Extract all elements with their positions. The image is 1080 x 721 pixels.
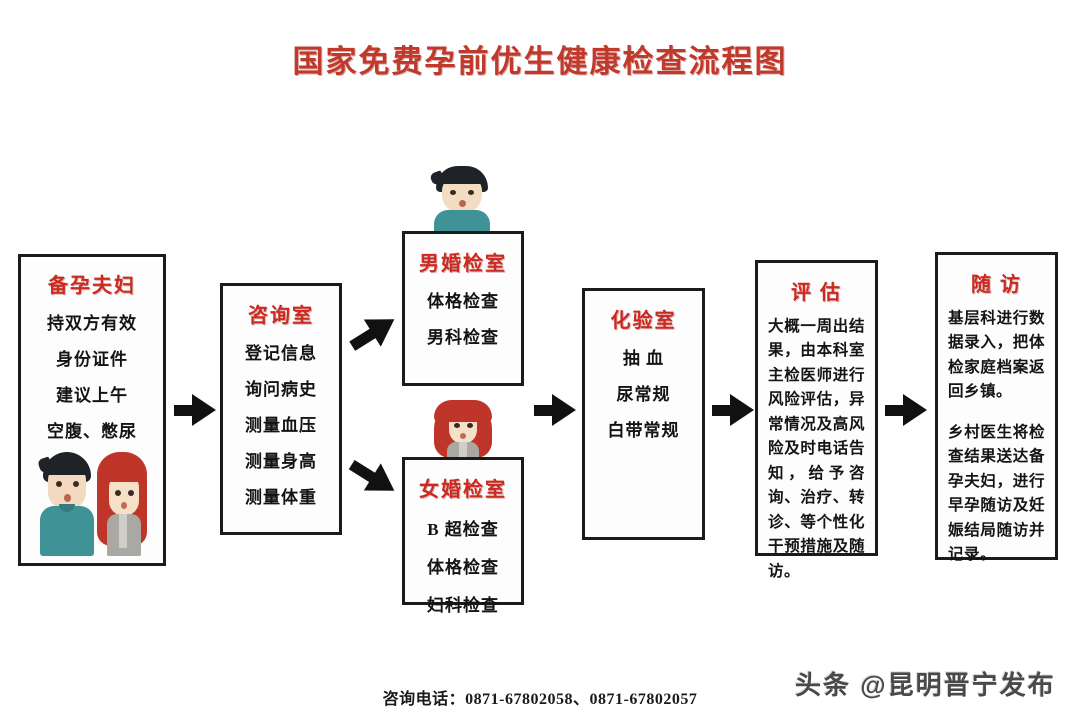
box-paragraph: 大概一周出结果，由本科室主检医师进行风险评估，异常情况及高风险及时电话告知，给予… bbox=[768, 318, 865, 580]
arrow-assess-to-follow bbox=[885, 394, 927, 426]
box-line: 空腹、憋尿 bbox=[47, 422, 137, 441]
male-fringe-shape bbox=[439, 172, 485, 184]
man-mouth-shape bbox=[64, 494, 71, 502]
box-line: 尿常规 bbox=[616, 385, 671, 404]
woman-right-eye-shape bbox=[128, 490, 134, 496]
female-left-eye-shape bbox=[454, 423, 460, 428]
box-laboratory: 化验室 抽 血 尿常规 白带常规 bbox=[582, 288, 705, 540]
box-line: 登记信息 bbox=[245, 344, 317, 363]
box-line: 身份证件 bbox=[56, 350, 128, 369]
box-line: 持双方有效 bbox=[47, 314, 137, 333]
arrow-exams-to-lab bbox=[534, 394, 576, 426]
box-paragraph: 基层科进行数据录入，把体检家庭档案返回乡镇。 bbox=[948, 310, 1045, 401]
female-scarf-shape bbox=[459, 442, 467, 462]
woman-hair-top-shape bbox=[97, 452, 147, 482]
footer-phone-line: 咨询电话：0871-67802058、0871-67802057 bbox=[382, 691, 698, 708]
box-line: 白带常规 bbox=[607, 421, 680, 440]
male-right-eye-shape bbox=[468, 190, 474, 195]
box-line: 询问病史 bbox=[245, 380, 317, 399]
box-line: 测量血压 bbox=[245, 416, 317, 435]
box-title-female-exam-room: 女婚检室 bbox=[419, 479, 507, 501]
woman-mouth-shape bbox=[121, 502, 127, 509]
male-mouth-shape bbox=[459, 200, 466, 207]
box-paragraph: 乡村医生将检查结果送达备孕夫妇，进行早孕随访及妊娠结局随访并记录。 bbox=[948, 423, 1045, 564]
man-right-eye-shape bbox=[73, 481, 79, 487]
man-fringe-shape bbox=[45, 462, 89, 475]
box-title-assessment: 评 估 bbox=[791, 282, 842, 304]
box-title-consultation-room: 咨询室 bbox=[248, 305, 314, 327]
box-line: 抽 血 bbox=[622, 349, 665, 368]
man-sweater-shape bbox=[40, 506, 94, 556]
male-avatar bbox=[428, 166, 498, 236]
box-line: 体格检查 bbox=[427, 558, 499, 577]
arrow-lab-to-assess bbox=[712, 394, 754, 426]
box-title-follow-up: 随 访 bbox=[971, 274, 1022, 296]
box-line: 建议上午 bbox=[56, 386, 128, 405]
arrow-couple-to-consult bbox=[174, 394, 216, 426]
watermark: 头条 @昆明晋宁发布 bbox=[795, 670, 1056, 700]
box-line: 妇科检查 bbox=[427, 596, 499, 615]
man-collar-shape bbox=[59, 504, 75, 512]
arrow-consult-to-male bbox=[349, 319, 395, 351]
male-left-eye-shape bbox=[450, 190, 456, 195]
arrow-consult-to-female bbox=[348, 459, 395, 491]
box-assessment: 评 估 大概一周出结果，由本科室主检医师进行风险评估，异常情况及高风险及时电话告… bbox=[755, 260, 878, 580]
woman-left-eye-shape bbox=[115, 490, 121, 496]
box-title-prepregnancy-couple: 备孕夫妇 bbox=[48, 275, 136, 297]
box-line: B 超检查 bbox=[427, 520, 499, 539]
female-right-eye-shape bbox=[467, 423, 473, 428]
woman-scarf-shape bbox=[119, 514, 127, 548]
box-line: 男科检查 bbox=[427, 328, 499, 347]
box-title-male-exam-room: 男婚检室 bbox=[419, 253, 507, 275]
man-left-eye-shape bbox=[56, 481, 62, 487]
box-line: 体格检查 bbox=[427, 292, 499, 311]
box-consultation-room: 咨询室 登记信息 询问病史 测量血压 测量身高 测量体重 bbox=[220, 283, 342, 535]
box-female-exam-room: 女婚检室 B 超检查 体格检查 妇科检查 bbox=[402, 457, 524, 615]
box-title-laboratory: 化验室 bbox=[610, 310, 677, 332]
box-follow-up: 随 访 基层科进行数据录入，把体检家庭档案返回乡镇。 乡村医生将检查结果送达备孕… bbox=[935, 252, 1058, 563]
box-line: 测量体重 bbox=[245, 488, 317, 507]
page-title: 国家免费孕前优生健康检查流程图 bbox=[292, 44, 788, 79]
female-mouth-shape bbox=[460, 433, 466, 439]
box-male-exam-room: 男婚检室 体格检查 男科检查 bbox=[402, 231, 524, 386]
female-hair-top-shape bbox=[434, 400, 492, 422]
female-avatar bbox=[428, 400, 498, 464]
couple-illustration bbox=[35, 448, 151, 558]
box-line: 测量身高 bbox=[245, 452, 317, 471]
